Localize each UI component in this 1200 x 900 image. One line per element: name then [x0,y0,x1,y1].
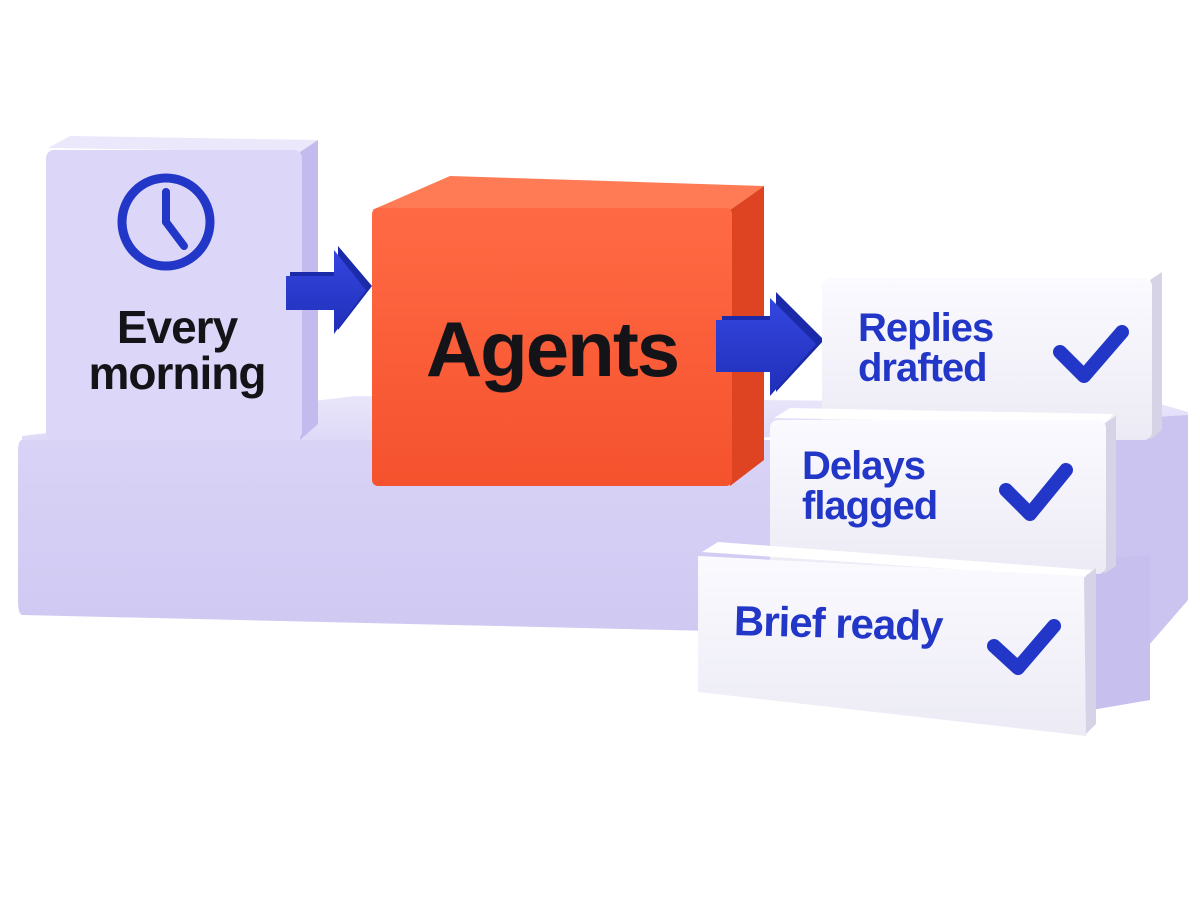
agents-label: Agents [425,305,680,393]
output-block-replies [822,262,1162,440]
output-block-delays [770,408,1116,574]
output-block-brief [698,542,1096,736]
arrow-trigger-to-agents [286,246,372,334]
checkmark-icon [1053,325,1129,383]
trigger-block [46,136,318,440]
trigger-label: Every morning [88,301,267,399]
output-label-replies: Replies drafted [858,306,994,390]
clock-icon [117,173,215,271]
checkmark-icon [999,463,1073,521]
output-label-delays: Delays flagged [802,444,938,528]
output-label-brief: Brief ready [733,597,943,650]
arrow-agents-to-outputs [716,292,824,396]
checkmark-icon [987,619,1061,675]
agents-block [372,176,764,486]
